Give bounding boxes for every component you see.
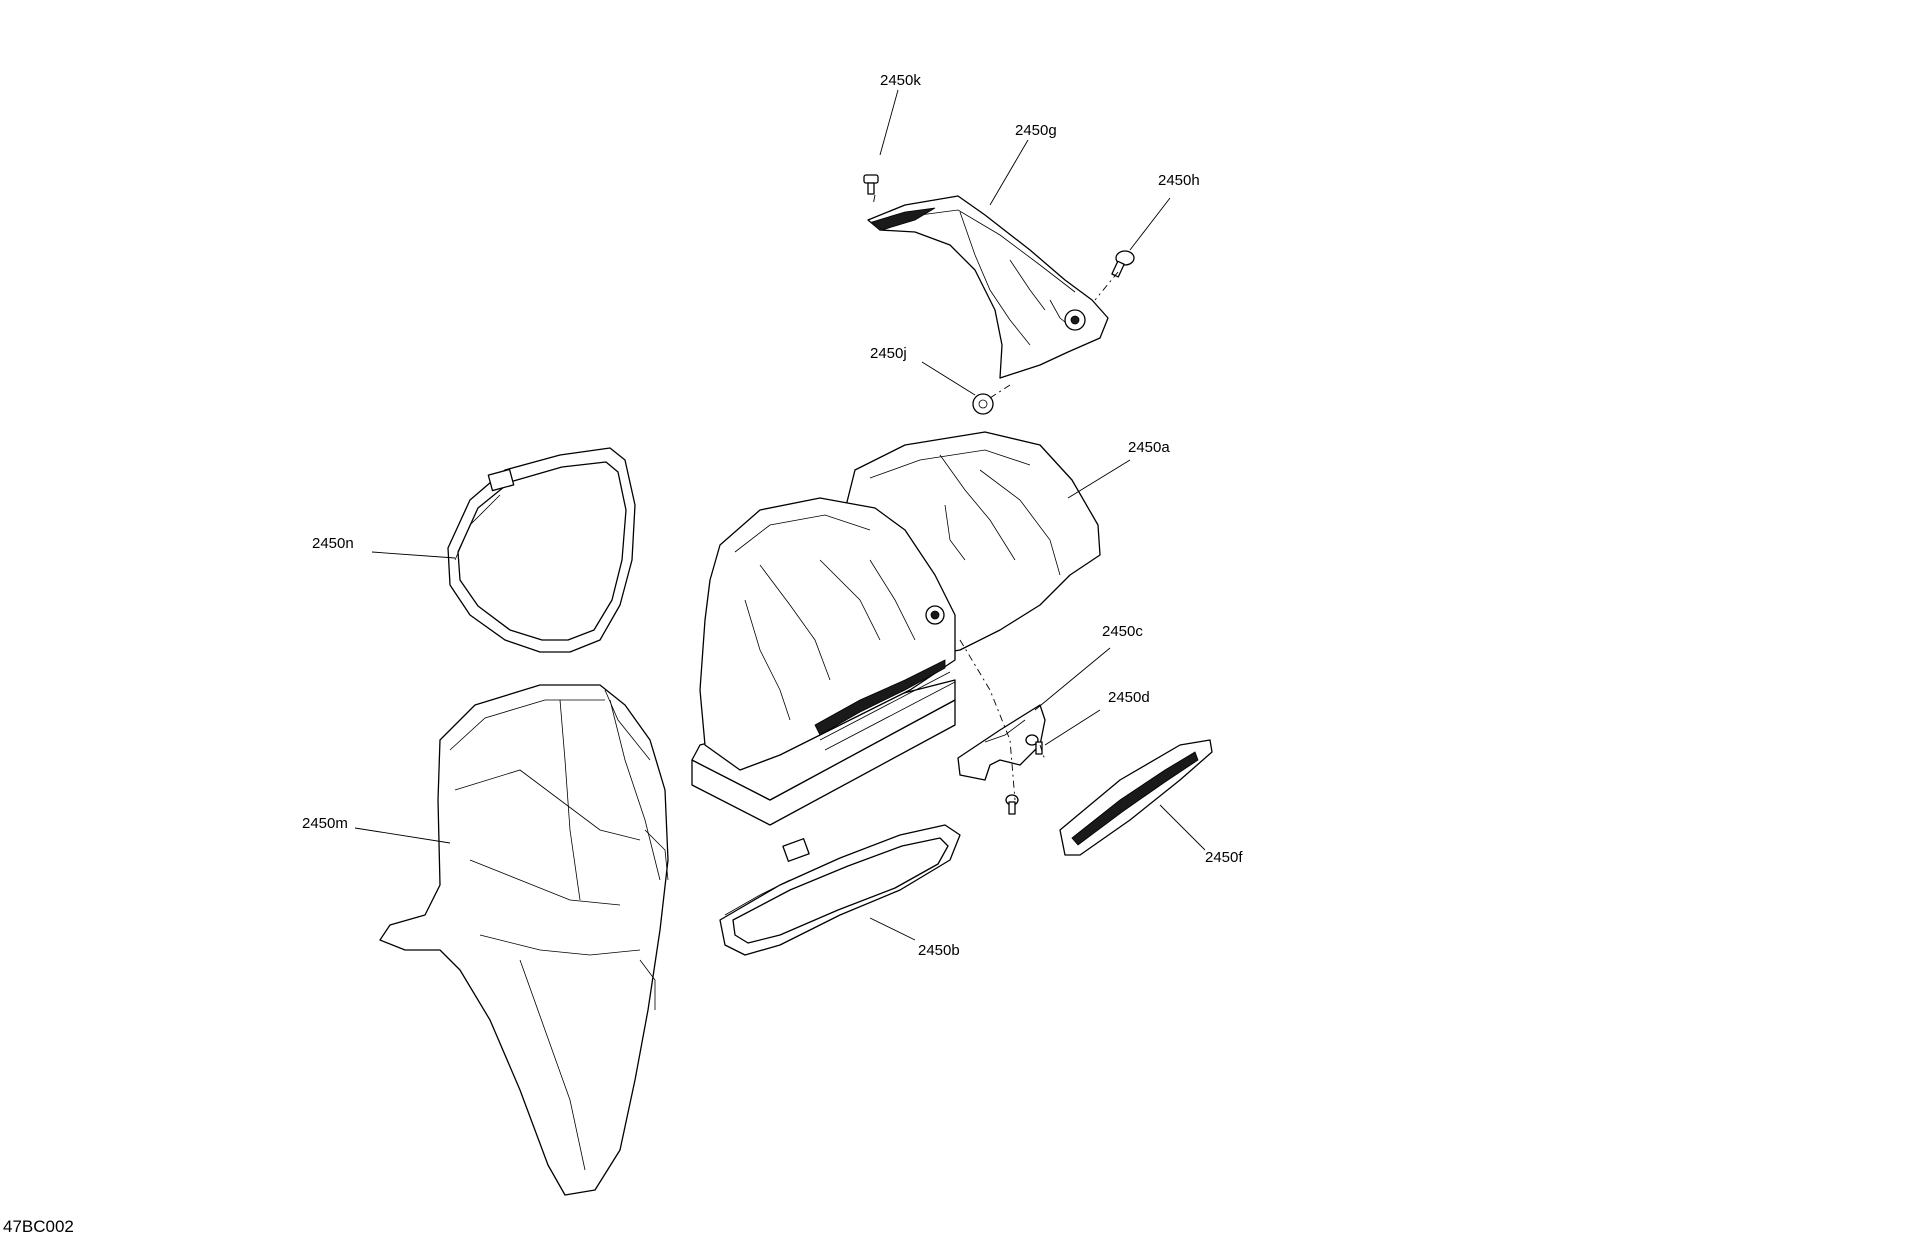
part-2450c-bracket [957, 704, 1046, 781]
part-2450b-clamp-band [719, 824, 961, 956]
callout-2450k: 2450k [880, 72, 921, 89]
callout-2450g: 2450g [1015, 122, 1057, 139]
part-2450a-airbox [691, 431, 1101, 826]
part-2450g-cover [867, 195, 1109, 379]
part-2450f-grille [1059, 739, 1213, 856]
callout-2450a: 2450a [1128, 439, 1170, 456]
callout-2450f: 2450f [1205, 849, 1243, 866]
part-2450d-screw-2 [1005, 794, 1019, 815]
callout-2450b: 2450b [918, 942, 960, 959]
callout-2450h: 2450h [1158, 172, 1200, 189]
part-2450h-screw [1111, 250, 1135, 278]
leader-lines [354, 89, 1206, 941]
callout-2450c: 2450c [1102, 623, 1143, 640]
callout-2450j: 2450j [870, 345, 907, 362]
part-2450j-nut [972, 393, 994, 415]
callout-2450n: 2450n [312, 535, 354, 552]
part-2450n-clamp-band [447, 447, 636, 653]
callout-2450m: 2450m [302, 815, 348, 832]
figure-id-label: 47BC002 [3, 1217, 74, 1236]
part-2450k-rivet [863, 174, 879, 195]
callout-2450d: 2450d [1108, 689, 1150, 706]
part-2450d-screw-1 [1025, 734, 1043, 755]
part-2450m-duct [379, 684, 669, 1196]
